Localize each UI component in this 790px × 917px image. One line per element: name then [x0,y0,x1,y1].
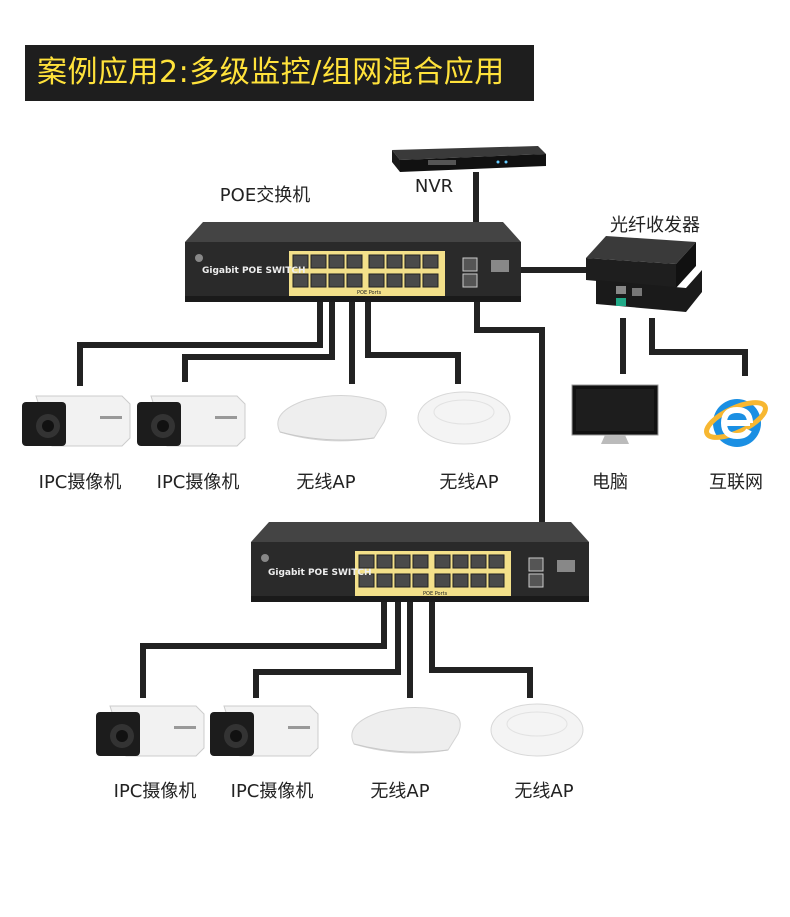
wireless-ap-icon [417,391,511,445]
nvr-label: NVR [414,176,454,197]
second-switch-ports-label: POE Ports [423,591,448,597]
wire-internet [649,318,748,376]
wire2-cam2 [253,600,401,698]
ip-camera-icon [22,395,131,447]
title-bar: 案例应用2:多级监控/组网混合应用 [25,45,534,101]
fiber-label: 光纤收发器 [610,215,700,236]
row1-ap1-label: 无线AP [296,472,356,493]
row1-cam1-label: IPC摄像机 [38,472,122,493]
row2-cam1-label: IPC摄像机 [113,781,197,802]
ip-camera-icon [210,705,319,757]
wire-ap2 [365,302,461,384]
wireless-ap-icon [351,706,461,754]
wireless-ap-icon [277,394,387,442]
wire2-cam1 [140,600,387,698]
second-switch-icon [251,522,589,602]
main-switch-icon [185,222,521,302]
wire-cam2 [182,302,335,382]
wire-uplink [474,302,545,562]
ip-camera-icon [96,705,205,757]
computer-monitor-icon [571,384,659,444]
wire2-ap2 [429,600,533,698]
wireless-ap-icon [490,703,584,757]
row2-ap2-label: 无线AP [514,781,574,802]
row2-ap1-label: 无线AP [370,781,430,802]
wire-cam1 [77,302,323,386]
row2-cam2-label: IPC摄像机 [230,781,314,802]
nvr-device-icon [392,146,546,172]
ip-camera-icon [137,395,246,447]
internet-explorer-icon [704,399,768,447]
main-switch-ports-label: POE Ports [357,290,382,296]
internet-label: 互联网 [709,472,763,493]
second-switch-brand: Gigabit POE SWITCH [268,568,372,578]
page-title: 案例应用2:多级监控/组网混合应用 [37,55,505,90]
fiber-transceiver-icon [586,236,702,312]
main-switch-label: POE交换机 [219,185,311,206]
row1-ap2-label: 无线AP [439,472,499,493]
row1-cam2-label: IPC摄像机 [156,472,240,493]
pc-label: 电脑 [592,472,628,493]
main-switch-brand: Gigabit POE SWITCH [202,266,306,276]
